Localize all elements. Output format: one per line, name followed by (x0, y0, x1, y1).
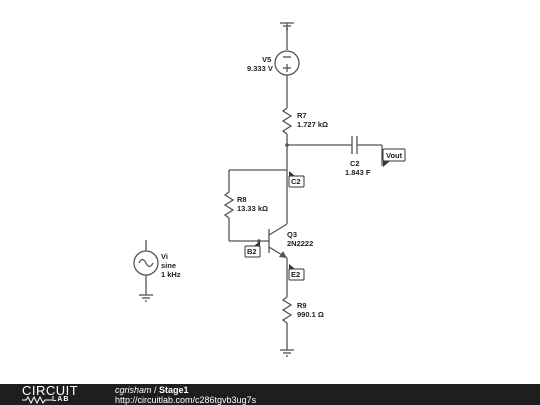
b2-node-tag[interactable]: B2 (244, 241, 261, 258)
vout-tag-label: Vout (386, 151, 403, 160)
r8-label: R8 (237, 195, 247, 204)
footer-bar: CIRCUIT LAB cgrisham / Stage1 http://cir… (0, 384, 540, 405)
sine-source-vi[interactable] (133, 250, 159, 276)
capacitor-c2[interactable] (351, 136, 358, 154)
r8-value: 13.33 kΩ (237, 204, 268, 213)
transistor-q3[interactable] (268, 223, 288, 259)
resistor-r7[interactable] (281, 107, 293, 135)
vi-frequency: 1 kHz (161, 270, 181, 279)
voltage-source-v5[interactable] (274, 50, 300, 76)
vi-label: Vi (161, 252, 168, 261)
user-project-line: cgrisham / Stage1 (115, 385, 189, 395)
vout-node-tag[interactable]: Vout (382, 148, 406, 167)
v5-label: V5 (262, 55, 271, 64)
resistor-r8[interactable] (223, 191, 235, 219)
q3-value: 2N2222 (287, 239, 313, 248)
logo-text-lab: LAB (52, 396, 70, 403)
c2-label: C2 (350, 159, 360, 168)
ground-symbol-bottom (280, 323, 294, 357)
logo-text-circuit: CIRCUIT (22, 383, 79, 398)
r7-label: R7 (297, 111, 307, 120)
circuitlab-logo[interactable]: CIRCUIT LAB (22, 384, 102, 405)
vi-type: sine (161, 261, 176, 270)
c2-tag-label: C2 (291, 177, 301, 186)
r9-label: R9 (297, 301, 307, 310)
resistor-r9[interactable] (281, 296, 293, 324)
logo-wave-icon (22, 396, 52, 404)
b2-tag-label: B2 (247, 247, 257, 256)
ground-symbol-top (280, 22, 294, 50)
r9-value: 990.1 Ω (297, 310, 324, 319)
ground-symbol-vi (139, 294, 153, 302)
v5-value: 9.333 V (247, 64, 273, 73)
c2-node-tag[interactable]: C2 (288, 171, 305, 188)
c2-value: 1.843 F (345, 168, 371, 177)
r7-value: 1.727 kΩ (297, 120, 328, 129)
path-separator: / (151, 385, 160, 395)
circuit-url[interactable]: http://circuitlab.com/c286tgvb3ug7s (115, 395, 257, 405)
project-name[interactable]: Stage1 (159, 385, 189, 395)
username-link[interactable]: cgrisham (115, 385, 152, 395)
circuit-schematic: V5 9.333 V R7 1.727 kΩ C2 1.843 F Vout C… (133, 22, 406, 357)
q3-label: Q3 (287, 230, 297, 239)
e2-node-tag[interactable]: E2 (288, 264, 305, 281)
e2-tag-label: E2 (291, 270, 300, 279)
